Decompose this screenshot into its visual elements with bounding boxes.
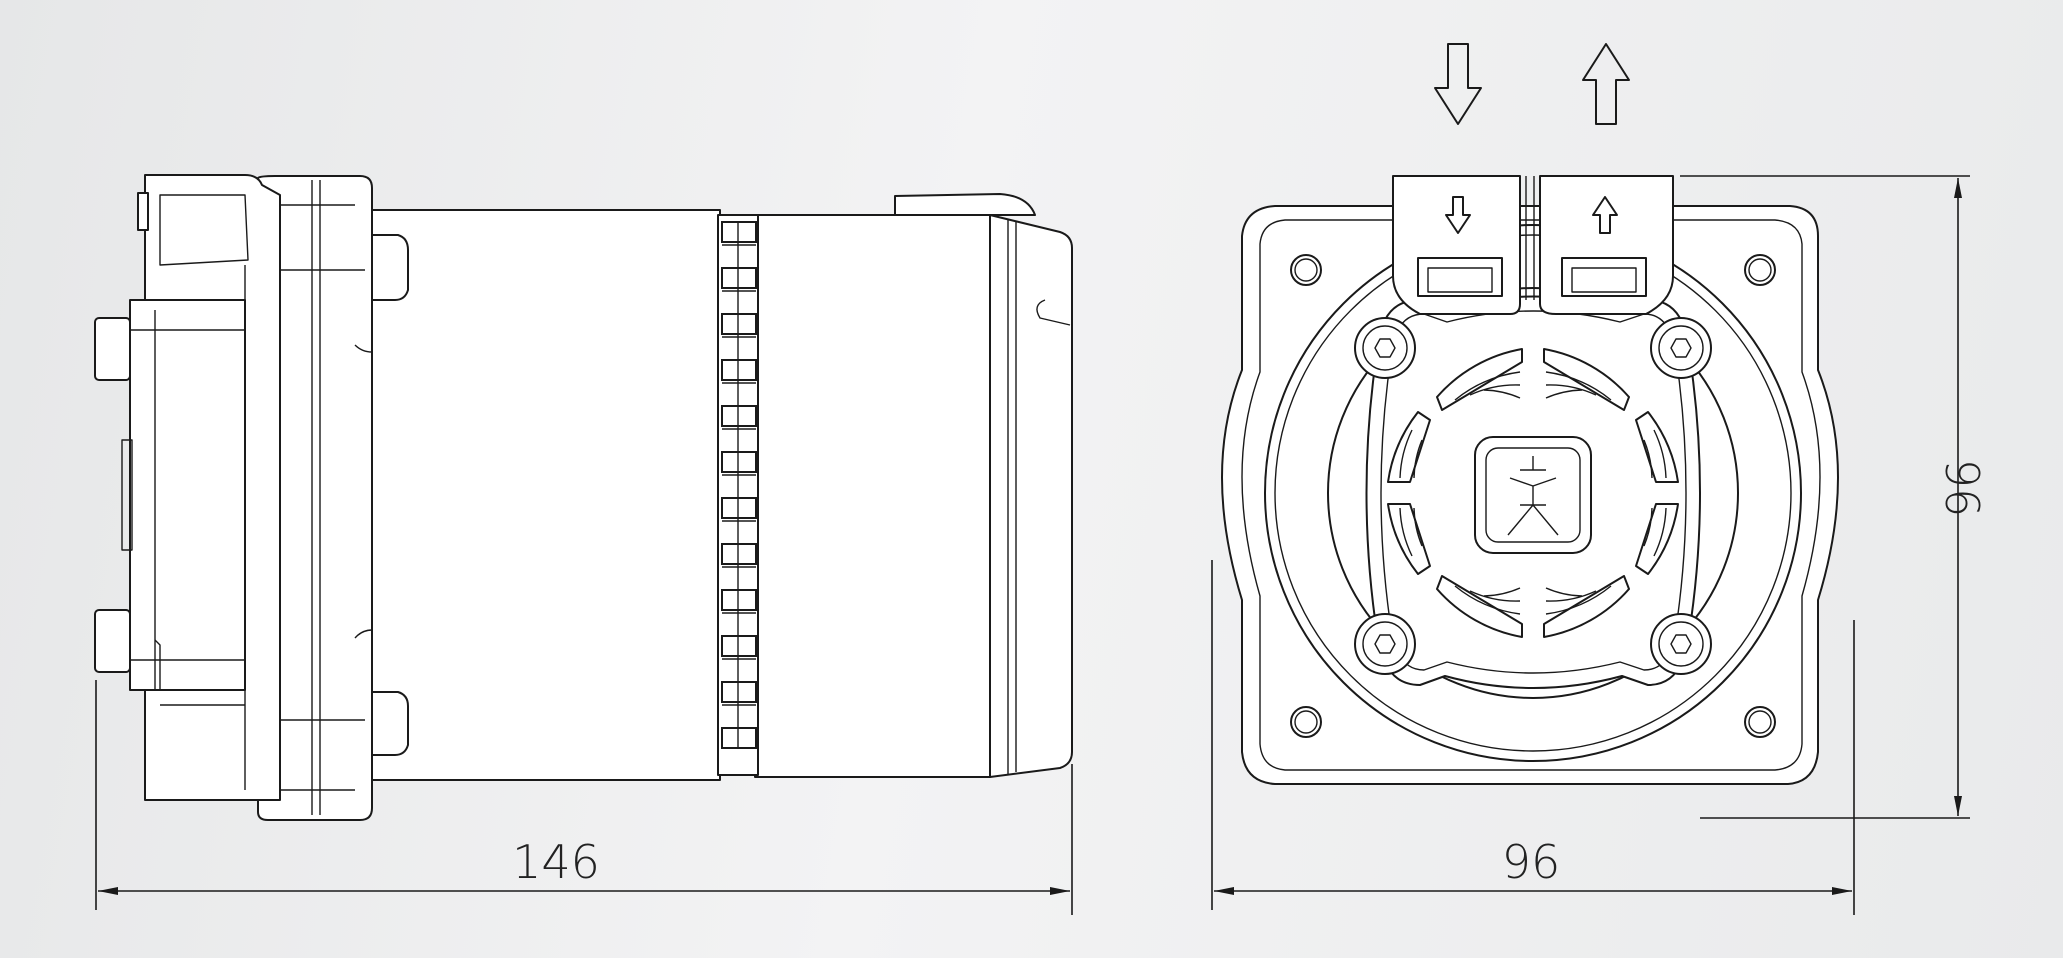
screw-bottom-left [1354, 613, 1416, 675]
front-width-label: 96 [1502, 835, 1561, 889]
front-height-label: 96 [1935, 459, 1989, 518]
side-view [94, 174, 1073, 821]
port-bottom [94, 609, 131, 673]
pump-head-lug [137, 192, 149, 231]
flange-plate [257, 175, 373, 821]
arrow-up-icon [1592, 196, 1618, 234]
side-length-dimension: 146 [95, 680, 1073, 915]
front-width-dimension: 96 [1211, 560, 1855, 915]
port-housing [1392, 175, 1674, 315]
side-length-label: 146 [512, 835, 600, 889]
motor-body-right [754, 214, 991, 778]
arrow-down-icon [1445, 196, 1471, 234]
flange-boss-bottom [371, 691, 409, 756]
front-view [1221, 175, 1839, 785]
port-top [94, 317, 131, 381]
front-height-dimension: 96 [1680, 175, 1989, 819]
screw-top-left [1354, 317, 1416, 379]
top-tab [894, 193, 1036, 216]
flange-boss-top [371, 234, 409, 301]
motor-body-left [369, 209, 721, 781]
screw-top-right [1650, 317, 1712, 379]
outlet-arrow-icon [1582, 43, 1630, 125]
brand-figure-logo-icon [1474, 436, 1592, 554]
screw-bottom-right [1650, 613, 1712, 675]
end-cap [989, 214, 1073, 778]
grille [1387, 348, 1679, 638]
inlet-arrow-icon [1434, 43, 1482, 125]
vent-slots [721, 221, 757, 749]
port-block [129, 299, 246, 691]
